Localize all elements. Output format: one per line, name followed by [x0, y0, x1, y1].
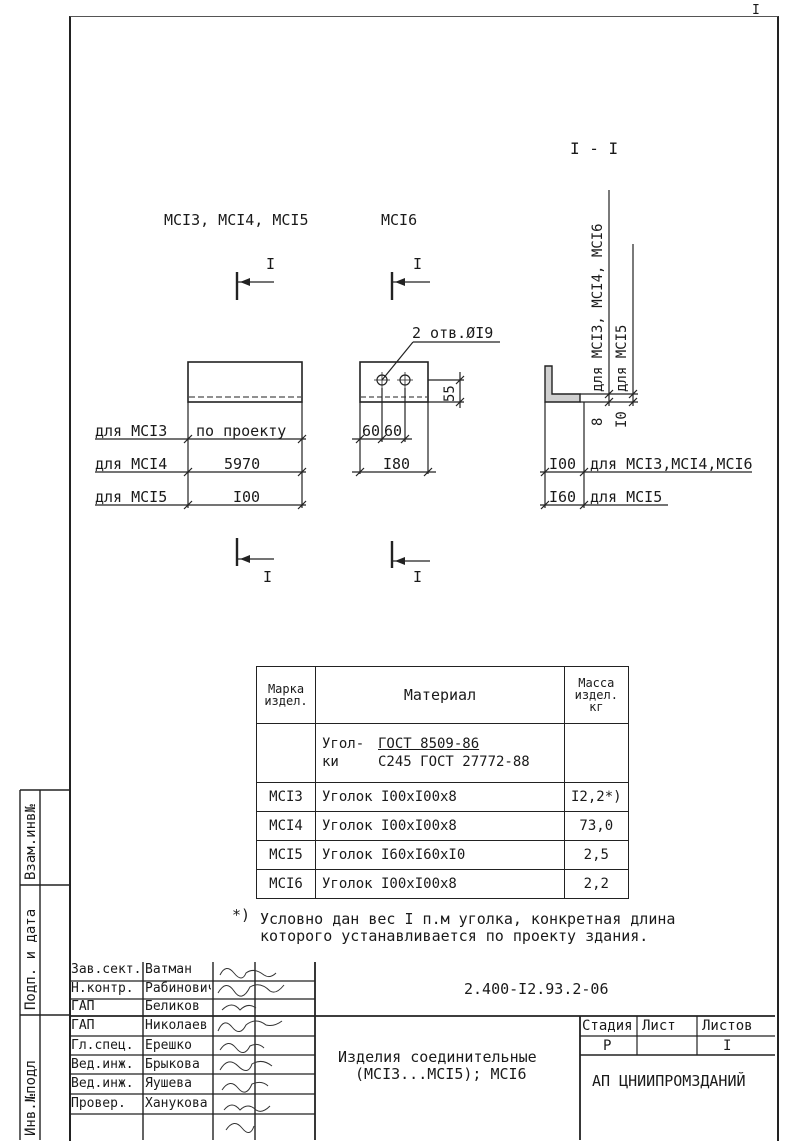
page-number: I	[752, 3, 760, 18]
gost-line-1: ГОСТ 8509-86	[378, 736, 480, 752]
signature-name: Ханукова	[145, 1096, 208, 1111]
dim-mc16-spacing-a: 60	[362, 422, 381, 440]
dim-mc16-spacing-b: 60	[384, 422, 403, 440]
dim-mc16-width: I80	[383, 455, 411, 473]
row-mark: МСI4	[256, 811, 316, 841]
section-angle-profile	[544, 365, 581, 403]
footnote-mark: *)	[232, 906, 251, 924]
row-mass: I2,2*)	[564, 782, 629, 812]
sheet-header: Лист	[642, 1018, 676, 1034]
signature-name: Ерешко	[145, 1038, 192, 1053]
dim-section-vertical-mid: для МСI5	[614, 324, 630, 392]
footnote-line-2: которого устанавливается по проекту здан…	[260, 927, 649, 945]
dim-section-thickness-8: 8	[590, 417, 606, 426]
signature-name: Яушева	[145, 1076, 192, 1091]
dim-section-row1-value: I00	[549, 455, 577, 473]
sheets-header: Листов	[702, 1018, 753, 1034]
gost-prefix: Угол- ки	[322, 736, 365, 770]
view-mc16-plate	[359, 361, 429, 403]
view-label-right: МСI6	[381, 211, 418, 229]
row-material: Уголок I00xI00x8	[315, 811, 565, 841]
signature-name: Ватман	[145, 962, 192, 977]
doc-code: 2.400-I2.93.2-06	[464, 980, 609, 998]
table-row: МСI5 Уголок I60xI60xI0 2,5	[256, 840, 629, 870]
sheets-value: I	[723, 1038, 732, 1054]
dim-section-row2-value: I60	[549, 488, 577, 506]
view-left-bar	[187, 361, 303, 403]
side-stamp-vzam-inv: Взам.инв№	[23, 804, 39, 880]
signature-role: Зав.сект.	[71, 962, 142, 977]
header-mass: Масса издел. кг	[564, 666, 629, 724]
cut-mark-label: I	[413, 568, 423, 586]
dim-row-label: для МСI3	[95, 422, 168, 440]
dim-section-row1-label: для МСI3,МСI4,МСI6	[590, 455, 753, 473]
dim-row-value: по проекту	[196, 422, 287, 440]
signature-role: ГАП	[71, 999, 95, 1014]
row-material: Уголок I00xI00x8	[315, 782, 565, 812]
row-mark: МСI5	[256, 840, 316, 870]
gost-line-2: С245 ГОСТ 27772-88	[378, 754, 530, 770]
signature-block: Зав.сект. Ватман Н.контр. Рабинович ГАП …	[69, 962, 315, 1140]
signature-name: Рабинович	[145, 981, 211, 996]
dim-section-vertical-top: для МСI3, МСI4, МСI6	[590, 223, 606, 392]
signature-name: Беликов	[145, 999, 200, 1014]
signature-role: ГАП	[71, 1018, 95, 1033]
signature-name: Николаев	[145, 1018, 208, 1033]
doc-title-line-2: (МСI3...МСI5); МСI6	[355, 1065, 527, 1083]
table-header-row: Марка издел. Материал Масса издел. кг	[256, 666, 629, 724]
row-mass: 2,5	[564, 840, 629, 870]
header-mark: Марка издел.	[256, 666, 316, 724]
stage-header: Стадия	[582, 1018, 633, 1034]
cut-mark-label: I	[266, 255, 276, 273]
table-gost-row: Угол- ки ГОСТ 8509-86 С245 ГОСТ 27772-88	[256, 723, 629, 783]
row-mark: МСI6	[256, 869, 316, 899]
dim-row-value: 5970	[224, 455, 261, 473]
material-table: Марка издел. Материал Масса издел. кг Уг…	[256, 666, 629, 899]
cut-mark-label: I	[413, 255, 423, 273]
table-row: МСI6 Уголок I00xI00x8 2,2	[256, 869, 629, 899]
side-stamp-inv-podl: Инв.№подл	[23, 1060, 39, 1136]
section-title: I - I	[570, 139, 619, 158]
signature-role: Н.контр.	[71, 981, 134, 996]
dim-section-row2-label: для МСI5	[590, 488, 663, 506]
organization: АП ЦНИИПРОМЗДАНИЙ	[592, 1072, 746, 1090]
drawing-sheet-frame	[69, 16, 779, 1141]
signature-role: Провер.	[71, 1096, 126, 1111]
dim-row-label: для МСI4	[95, 455, 168, 473]
table-row: МСI3 Уголок I00xI00x8 I2,2*)	[256, 782, 629, 812]
row-mass: 73,0	[564, 811, 629, 841]
view-label-left: МСI3, МСI4, МСI5	[164, 211, 309, 229]
row-mass: 2,2	[564, 869, 629, 899]
doc-title-line-1: Изделия соединительные	[338, 1048, 537, 1066]
row-material: Уголок I60xI60xI0	[315, 840, 565, 870]
stage-value: Р	[603, 1038, 612, 1054]
signature-role: Вед.инж.	[71, 1076, 134, 1091]
dim-mc16-height: 55	[442, 385, 458, 402]
row-mark: МСI3	[256, 782, 316, 812]
footnote-line-1: Условно дан вес I п.м уголка, конкретная…	[260, 910, 676, 928]
row-material: Уголок I00xI00x8	[315, 869, 565, 899]
dim-row-label: для МСI5	[95, 488, 168, 506]
dim-row-value: I00	[233, 488, 261, 506]
hole-label: 2 отв.ØI9	[412, 324, 494, 342]
table-row: МСI4 Уголок I00xI00x8 73,0	[256, 811, 629, 841]
signature-name: Брыкова	[145, 1057, 200, 1072]
side-stamp-podp-data: Подп. и дата	[23, 908, 39, 1010]
signature-role: Вед.инж.	[71, 1057, 134, 1072]
cut-mark-label: I	[263, 568, 273, 586]
dim-section-thickness-10: I0	[614, 411, 630, 428]
header-material: Материал	[315, 666, 565, 724]
signature-role: Гл.спец.	[71, 1038, 134, 1053]
